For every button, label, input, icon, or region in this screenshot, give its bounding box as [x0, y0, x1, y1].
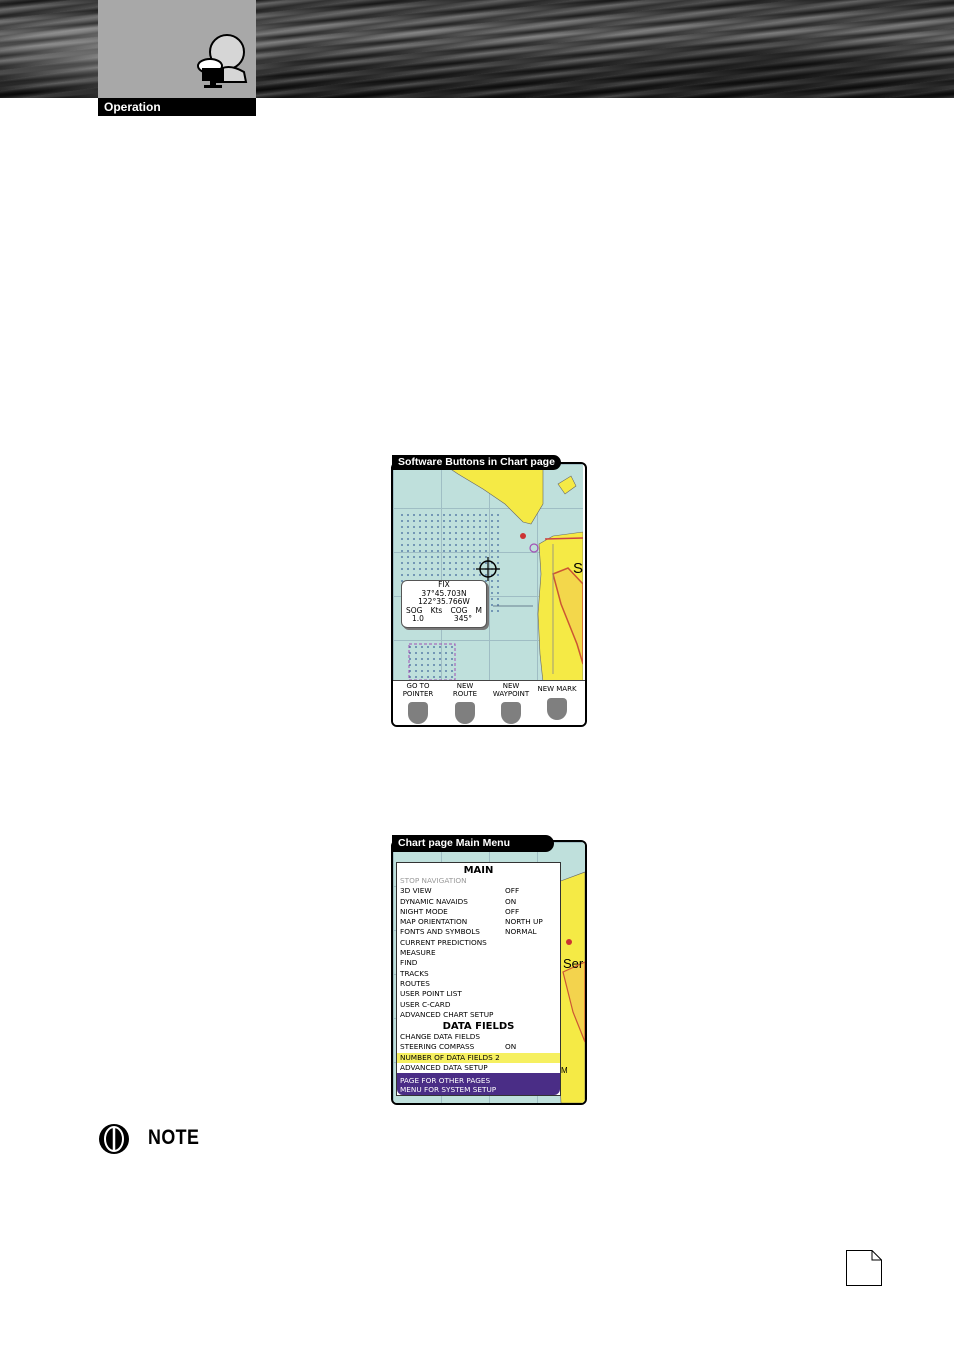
menu-header-data-fields: DATA FIELDS: [442, 1021, 515, 1033]
map-letter-s: S: [573, 560, 583, 577]
menu-item-user-c-card[interactable]: USER C-CARD: [400, 999, 451, 1009]
menu-item-measure[interactable]: MEASURE: [400, 948, 436, 958]
menu-item-advanced-chart-setup[interactable]: ADVANCED CHART SETUP: [400, 1009, 494, 1019]
operator-icon: [197, 34, 248, 88]
menu-item-current-predictions[interactable]: CURRENT PREDICTIONS: [400, 937, 487, 947]
note-icon: [99, 1124, 129, 1154]
note-label: NOTE: [148, 1126, 200, 1149]
figure-title-software-buttons: Software Buttons in Chart page: [392, 455, 561, 470]
menu-item-advanced-data-setup[interactable]: ADVANCED DATA SETUP: [400, 1063, 488, 1073]
menu-item-stop-navigation[interactable]: STOP NAVIGATION: [400, 876, 467, 885]
softkey-knob-icon: [501, 702, 521, 724]
menu-item-tracks[interactable]: TRACKS: [400, 968, 429, 978]
map-letter-m: M: [561, 1066, 568, 1075]
menu-item-change-data-fields[interactable]: CHANGE DATA FIELDS: [400, 1032, 481, 1042]
softkey-knob-icon: [408, 702, 428, 724]
menu-item-routes[interactable]: ROUTES: [400, 978, 430, 988]
menu-item-find[interactable]: FIND: [400, 958, 418, 968]
figure-title-main-menu: Chart page Main Menu: [392, 835, 554, 852]
page-corner-icon: [846, 1250, 882, 1286]
map-letter-ser: Ser: [563, 956, 584, 971]
softkey-knob-icon: [455, 702, 475, 724]
softkey-knob-icon: [547, 697, 567, 720]
section-label: Operation: [98, 98, 256, 116]
menu-item-user-point-list[interactable]: USER POINT LIST: [400, 989, 462, 999]
menu-item-number-of-data-fields[interactable]: NUMBER OF DATA FIELDS 2: [397, 1052, 560, 1064]
new-mark-button[interactable]: NEW MARK: [534, 683, 580, 720]
menu-footer-hint: PAGE FOR OTHER PAGES MENU FOR SYSTEM SET…: [397, 1073, 560, 1095]
menu-header-main: MAIN: [463, 865, 494, 876]
